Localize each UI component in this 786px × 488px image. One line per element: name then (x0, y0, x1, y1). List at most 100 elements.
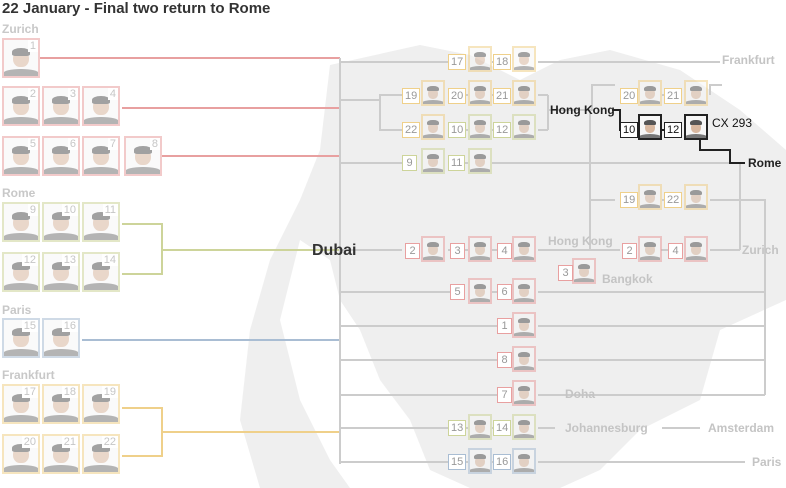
seed-number: 4 (668, 243, 683, 259)
avatar (470, 284, 490, 302)
avatar (423, 154, 443, 172)
group-label-frankfurt: Frankfurt (2, 368, 55, 382)
participant-tile[interactable]: 22 (82, 434, 120, 474)
participant-tile[interactable] (512, 114, 536, 140)
seed-number: 16 (493, 454, 512, 470)
participant-tile[interactable] (512, 346, 536, 372)
participant-tile[interactable] (468, 236, 492, 262)
avatar (514, 86, 534, 104)
seed-number: 11 (448, 155, 466, 171)
participant-tile[interactable]: 5 (2, 136, 40, 176)
avatar (686, 86, 706, 104)
seed-number-finalist: 12 (664, 122, 683, 138)
participant-tile[interactable] (638, 236, 662, 262)
participant-tile[interactable] (468, 114, 492, 140)
page-title: 22 January - Final two return to Rome (2, 0, 271, 17)
finalist-tile[interactable] (684, 114, 708, 140)
avatar (44, 96, 78, 124)
participant-tile[interactable] (512, 46, 536, 72)
participant-tile[interactable]: 1 (2, 38, 40, 78)
avatar (84, 394, 118, 422)
seed-number: 2 (405, 243, 420, 259)
finalist-tile[interactable] (638, 114, 662, 140)
city-johannesburg: Johannesburg (565, 421, 648, 435)
city-hong-kong: Hong Kong (550, 103, 615, 117)
participant-tile[interactable] (684, 80, 708, 106)
participant-tile[interactable]: 16 (42, 318, 80, 358)
participant-tile[interactable]: 7 (82, 136, 120, 176)
seed-number: 21 (664, 88, 683, 104)
avatar (514, 242, 534, 260)
participant-tile[interactable] (512, 278, 536, 304)
participant-tile[interactable] (572, 258, 596, 284)
avatar (44, 394, 78, 422)
participant-tile[interactable]: 10 (42, 202, 80, 242)
participant-tile[interactable]: 2 (2, 86, 40, 126)
participant-tile[interactable] (638, 80, 662, 106)
city-frankfurt: Frankfurt (722, 53, 775, 67)
participant-tile[interactable] (468, 80, 492, 106)
avatar (470, 86, 490, 104)
seed-number: 14 (493, 420, 512, 436)
participant-tile[interactable] (512, 414, 536, 440)
participant-tile[interactable] (512, 312, 536, 338)
avatar (84, 96, 118, 124)
participant-tile[interactable] (468, 278, 492, 304)
participant-tile[interactable] (421, 114, 445, 140)
seed-number: 21 (493, 88, 512, 104)
seed-number: 8 (497, 352, 512, 368)
city-doha: Doha (565, 387, 595, 401)
avatar (470, 154, 490, 172)
avatar (470, 454, 490, 472)
participant-tile[interactable] (468, 46, 492, 72)
participant-tile[interactable]: 9 (2, 202, 40, 242)
participant-tile[interactable] (638, 184, 662, 210)
participant-tile[interactable] (512, 448, 536, 474)
participant-tile[interactable]: 17 (2, 384, 40, 424)
seed-number: 6 (497, 284, 512, 300)
participant-tile[interactable] (512, 236, 536, 262)
participant-tile[interactable] (421, 80, 445, 106)
participant-tile[interactable]: 13 (42, 252, 80, 292)
world-map-shape (240, 45, 786, 488)
participant-tile[interactable]: 4 (82, 86, 120, 126)
participant-tile[interactable] (512, 80, 536, 106)
avatar (470, 420, 490, 438)
participant-tile[interactable] (468, 414, 492, 440)
seed-number: 20 (448, 88, 467, 104)
participant-tile[interactable]: 19 (82, 384, 120, 424)
participant-tile[interactable]: 20 (2, 434, 40, 474)
city-bangkok: Bangkok (602, 272, 653, 286)
seed-number: 9 (402, 155, 417, 171)
avatar (4, 394, 38, 422)
participant-tile[interactable]: 15 (2, 318, 40, 358)
avatar (514, 318, 534, 336)
participant-tile[interactable] (421, 236, 445, 262)
participant-tile[interactable]: 3 (42, 86, 80, 126)
group-label-zurich: Zurich (2, 22, 39, 36)
seed-number: 19 (620, 192, 639, 208)
participant-tile[interactable] (684, 236, 708, 262)
participant-tile[interactable]: 12 (2, 252, 40, 292)
participant-tile[interactable]: 18 (42, 384, 80, 424)
participant-tile[interactable]: 6 (42, 136, 80, 176)
seed-number: 22 (402, 122, 421, 138)
participant-tile[interactable]: 14 (82, 252, 120, 292)
participant-tile[interactable]: 8 (124, 136, 162, 176)
participant-tile[interactable]: 21 (42, 434, 80, 474)
bracket-lines (40, 57, 766, 464)
avatar (126, 146, 160, 174)
seed-number-finalist: 10 (620, 122, 639, 138)
avatar (470, 52, 490, 70)
participant-tile[interactable] (512, 380, 536, 406)
avatar (514, 120, 534, 138)
participant-tile[interactable] (684, 184, 708, 210)
avatar (4, 262, 38, 290)
avatar (84, 444, 118, 472)
participant-tile[interactable] (421, 148, 445, 174)
participant-tile[interactable]: 11 (82, 202, 120, 242)
participant-tile[interactable] (468, 448, 492, 474)
participant-tile[interactable] (468, 148, 492, 174)
